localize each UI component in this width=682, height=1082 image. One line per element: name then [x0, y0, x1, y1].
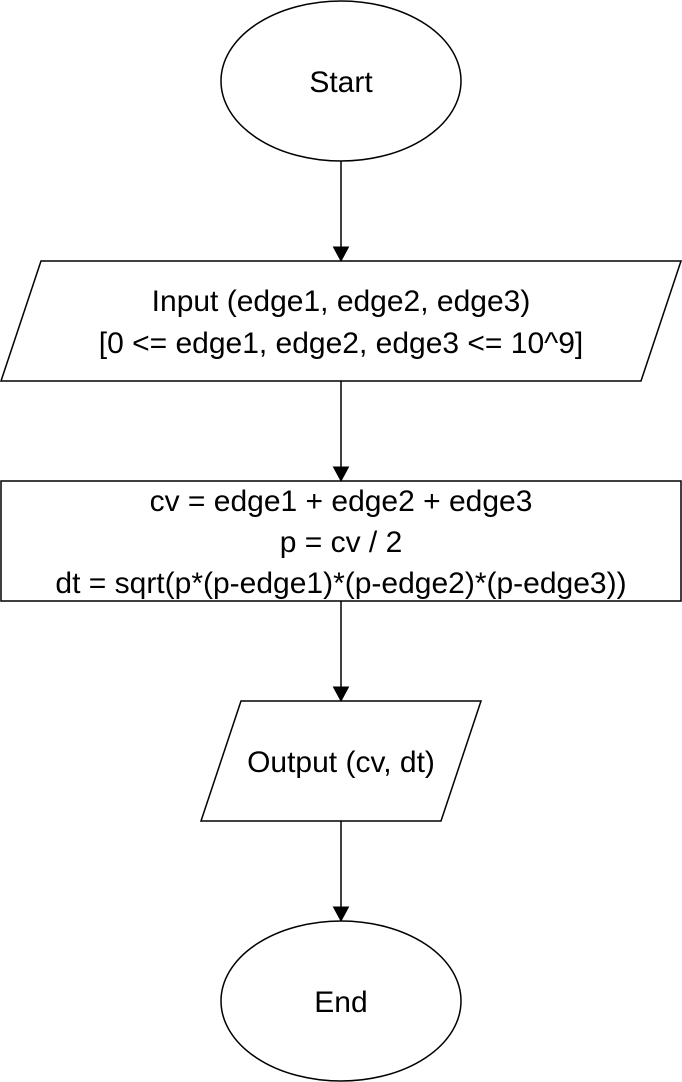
- input-label-line1: Input (edge1, edge2, edge3): [152, 285, 531, 318]
- output-node: Output (cv, dt): [199, 700, 483, 822]
- process-label-line2: p = cv / 2: [280, 526, 403, 559]
- output-parallelogram: [199, 700, 483, 822]
- arrowhead: [332, 906, 350, 923]
- process-rectangle: [0, 480, 682, 602]
- start-node: Start: [220, 0, 462, 162]
- end-node: End: [220, 920, 462, 1082]
- edge-process-to-output: [332, 601, 350, 703]
- end-label: End: [314, 986, 367, 1019]
- input-parallelogram: [0, 260, 682, 382]
- end-ellipse: [220, 920, 462, 1082]
- input-label-line2: [0 <= edge1, edge2, edge3 <= 10^9]: [99, 327, 584, 360]
- edge-start-to-input: [332, 161, 350, 263]
- process-label-line3: dt = sqrt(p*(p-edge1)*(p-edge2)*(p-edge3…: [55, 567, 626, 600]
- output-label: Output (cv, dt): [247, 746, 435, 779]
- arrowhead: [332, 466, 350, 483]
- start-label: Start: [309, 66, 373, 99]
- process-label-line1: cv = edge1 + edge2 + edge3: [150, 485, 533, 518]
- arrowhead: [332, 686, 350, 703]
- edge-output-to-end: [332, 821, 350, 923]
- process-node: cv = edge1 + edge2 + edge3 p = cv / 2 dt…: [0, 480, 682, 602]
- edge-input-to-process: [332, 381, 350, 483]
- arrowhead: [332, 246, 350, 263]
- input-node: Input (edge1, edge2, edge3) [0 <= edge1,…: [0, 260, 682, 382]
